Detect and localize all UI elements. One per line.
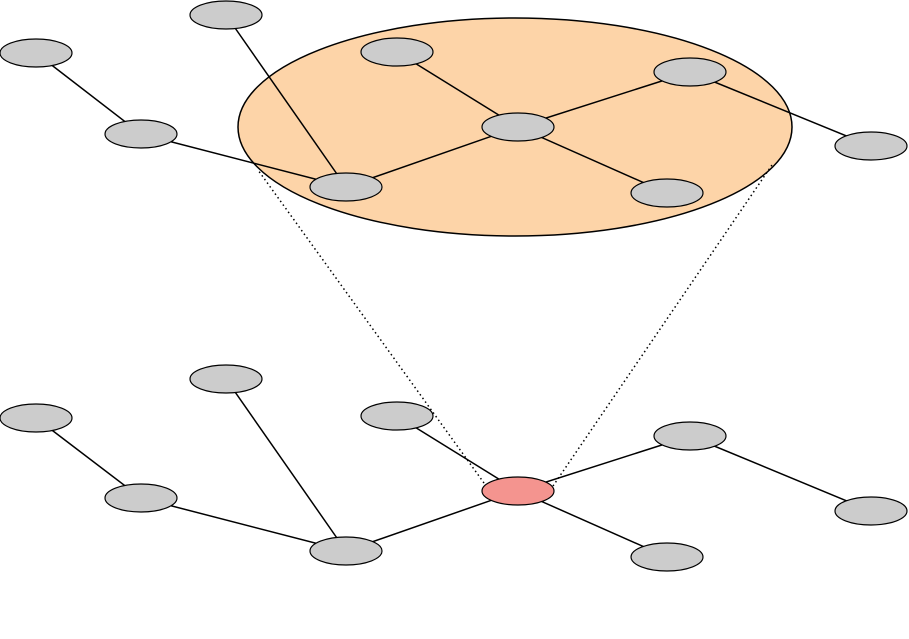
lower-graph-edge — [225, 378, 347, 552]
upper-graph-node — [309, 172, 383, 202]
lower-graph-node — [834, 496, 908, 526]
upper-graph-node — [0, 38, 73, 68]
highlighted-node — [481, 476, 555, 506]
upper-graph-edge — [140, 133, 347, 188]
upper-graph-edge — [517, 71, 691, 128]
upper-graph-node — [481, 112, 555, 142]
upper-graph-node — [360, 37, 434, 67]
upper-graph-node — [104, 119, 178, 149]
lower-graph-edge — [345, 490, 519, 552]
lower-graph-node — [630, 542, 704, 572]
lower-graph-edge — [517, 490, 668, 558]
upper-graph-edge — [517, 126, 668, 194]
upper-graph-node — [834, 131, 908, 161]
lower-graph-edge — [140, 497, 347, 552]
projection-line-right — [552, 164, 773, 487]
projection-line-left — [257, 169, 485, 484]
lower-graph-node — [653, 421, 727, 451]
upper-graph-node — [630, 178, 704, 208]
upper-graph-edge — [345, 126, 519, 188]
lower-graph-node — [189, 364, 263, 394]
lower-graph-node — [309, 536, 383, 566]
lower-graph-edge — [517, 435, 691, 492]
lower-graph-node — [104, 483, 178, 513]
upper-graph-edge — [396, 51, 519, 128]
lower-graph-edge — [35, 417, 142, 499]
upper-graph-node — [189, 0, 263, 30]
lower-graph-edge — [689, 435, 872, 512]
lower-graph-node — [360, 401, 434, 431]
lower-graph-edge — [396, 415, 519, 492]
lower-graph-node — [0, 403, 73, 433]
upper-graph-node — [653, 57, 727, 87]
upper-graph-edge — [225, 14, 347, 188]
upper-graph-edge — [35, 52, 142, 135]
upper-graph-edge — [689, 71, 872, 147]
